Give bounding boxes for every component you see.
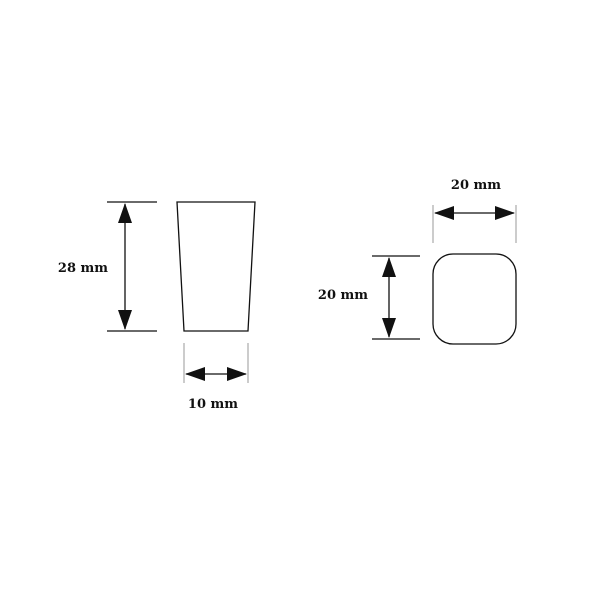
- top-view-outline: [432, 253, 517, 345]
- side-view-outline: [176, 201, 256, 332]
- bottom-width-label: 10 mm: [188, 397, 238, 412]
- height-label: 28 mm: [58, 261, 108, 276]
- width-label: 20 mm: [451, 178, 501, 193]
- side-view: 28 mm 10 mm: [58, 201, 256, 412]
- depth-label: 20 mm: [318, 288, 368, 303]
- top-view: 20 mm 20 mm: [318, 178, 517, 345]
